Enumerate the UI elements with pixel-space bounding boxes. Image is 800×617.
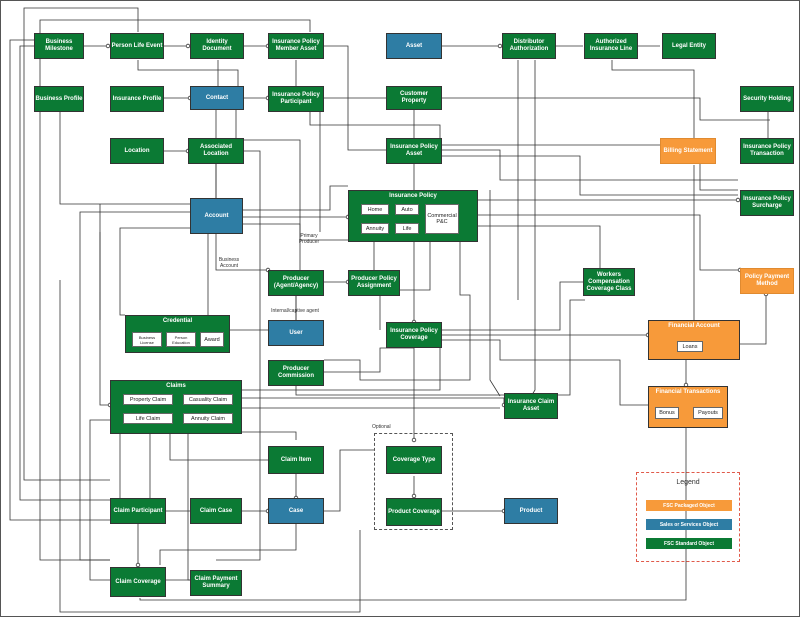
distributor-authorization-node[interactable]: Distributor Authorization [502,33,556,59]
security-holding-node[interactable]: Security Holding [740,86,794,112]
case-node[interactable]: Case [268,498,324,524]
financial-account-group[interactable]: Financial Account Loans [648,320,740,360]
insurance-policy-coverage-node[interactable]: Insurance Policy Coverage [386,322,442,348]
credential-group[interactable]: Credential Business License Person Educa… [125,315,230,353]
business-account-label: Business Account [218,257,240,269]
producer-node[interactable]: Producer (Agent/Agency) [268,270,324,296]
location-node[interactable]: Location [110,138,164,164]
associated-location-node[interactable]: Associated Location [188,138,244,164]
casualty-claim[interactable]: Casuality Claim [183,394,233,405]
bonus[interactable]: Bonus [655,407,679,419]
home-policy[interactable]: Home [361,204,389,215]
insurance-policy-group[interactable]: Insurance Policy Home Auto Annuity Life … [348,190,478,242]
payouts[interactable]: Payouts [693,407,723,419]
product-node[interactable]: Product [504,498,558,524]
product-coverage-node[interactable]: Product Coverage [386,498,442,526]
legend-fsc-packaged: FSC Packaged Object [646,500,732,511]
claim-participant-node[interactable]: Claim Participant [110,498,166,524]
claims-title: Claims [166,383,186,389]
policy-payment-method-node[interactable]: Policy Payment Method [740,268,794,294]
identity-document-node[interactable]: Identity Document [190,33,244,59]
person-education[interactable]: Person Education [166,332,196,347]
claim-case-node[interactable]: Claim Case [190,498,242,524]
legend: Legend FSC Packaged Object Sales or Serv… [636,472,740,562]
legal-entity-node[interactable]: Legal Entity [662,33,716,59]
life-claim[interactable]: Life Claim [123,413,173,424]
financial-transactions-title: Financial Transactions [655,389,721,395]
insurance-claim-asset-node[interactable]: Insurance Claim Asset [504,393,558,419]
legend-title: Legend [676,479,700,486]
auto-policy[interactable]: Auto [395,204,419,215]
internal-captive-agent-label: Internal/captive agent [271,308,319,314]
user-node[interactable]: User [268,320,324,346]
insurance-policy-asset-node[interactable]: Insurance Policy Asset [386,138,442,164]
legend-fsc-standard: FSC Standard Object [646,538,732,549]
business-milestone-node[interactable]: Business Milestone [34,33,84,59]
insurance-policy-member-asset-node[interactable]: Insurance Policy Member Asset [268,33,324,59]
customer-property-node[interactable]: Customer Property [386,86,442,110]
property-claim[interactable]: Property Claim [123,394,173,405]
insurance-profile-node[interactable]: Insurance Profile [110,86,164,112]
claim-coverage-node[interactable]: Claim Coverage [110,567,166,597]
financial-account-title: Financial Account [668,323,720,329]
insurance-policy-surcharge-node[interactable]: Insurance Policy Surcharge [740,190,794,216]
award[interactable]: Award [200,332,224,347]
credential-title: Credential [162,318,193,324]
optional-label: Optional [372,424,391,430]
claim-payment-summary-node[interactable]: Claim Payment Summary [190,570,242,596]
claims-group[interactable]: Claims Property Claim Casuality Claim Li… [110,380,242,434]
insurance-policy-participant-node[interactable]: Insurance Policy Participant [268,86,324,112]
annuity-policy[interactable]: Annuity [361,223,389,234]
person-life-event-node[interactable]: Person Life Event [110,33,164,59]
commercial-pc-policy[interactable]: Commercial P&C [425,204,459,234]
optional-group [374,433,453,530]
insurance-policy-transaction-node[interactable]: Insurance Policy Transaction [740,138,794,164]
primary-producer-label: Primary Producer [298,233,320,245]
workers-compensation-coverage-class-node[interactable]: Workers Compensation Coverage Class [583,268,635,296]
life-policy[interactable]: Life [395,223,419,234]
coverage-type-node[interactable]: Coverage Type [386,446,442,474]
annuity-claim[interactable]: Annuity Claim [183,413,233,424]
authorized-insurance-line-node[interactable]: Authorized Insurance Line [584,33,638,59]
billing-statement-node[interactable]: Billing Statement [660,138,716,164]
business-profile-node[interactable]: Business Profile [34,86,84,112]
loans[interactable]: Loans [677,341,703,352]
account-node[interactable]: Account [190,198,243,234]
insurance-policy-title: Insurance Policy [389,193,437,199]
claim-item-node[interactable]: Claim Item [268,446,324,474]
asset-node[interactable]: Asset [386,33,442,59]
business-license[interactable]: Business License [132,332,162,347]
financial-transactions-group[interactable]: Financial Transactions Bonus Payouts [648,386,728,428]
producer-commission-node[interactable]: Producer Commission [268,360,324,386]
legend-sales-services: Sales or Services Object [646,519,732,530]
producer-policy-assignment-node[interactable]: Producer Policy Assignment [348,270,400,296]
contact-node[interactable]: Contact [190,86,244,110]
